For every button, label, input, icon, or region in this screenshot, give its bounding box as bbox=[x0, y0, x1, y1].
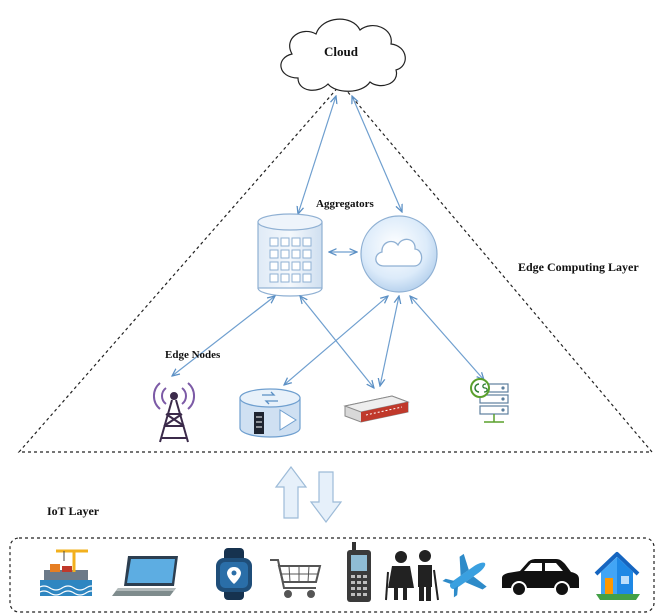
arrow-aggcloud-server bbox=[410, 296, 484, 380]
aggregators-label: Aggregators bbox=[316, 198, 375, 210]
router-icon bbox=[239, 388, 301, 438]
airplane-icon bbox=[442, 553, 487, 598]
database-aggregator-icon bbox=[257, 213, 323, 297]
cloud-server-icon bbox=[470, 378, 509, 423]
port-crane-icon bbox=[37, 549, 97, 596]
cloud-aggregator-icon bbox=[360, 215, 438, 293]
smartwatch-icon bbox=[216, 548, 252, 600]
edge-layer-boundary bbox=[17, 83, 654, 453]
iot-devices-box bbox=[9, 537, 655, 613]
gateway-device-icon bbox=[343, 395, 410, 423]
edge-layer-label: Edge Computing Layer bbox=[518, 260, 639, 274]
smart-home-icon bbox=[594, 552, 640, 600]
up-arrow-icon bbox=[274, 466, 308, 519]
car-icon bbox=[502, 559, 579, 597]
arrow-db-gateway bbox=[300, 296, 374, 388]
laptop-icon bbox=[112, 556, 178, 596]
arrow-aggcloud-router bbox=[284, 296, 388, 385]
arrow-cloud-db bbox=[298, 96, 336, 214]
mobile-phone-icon bbox=[347, 542, 371, 602]
arrow-cloud-aggcloud bbox=[352, 96, 402, 212]
shopping-cart-icon bbox=[270, 559, 322, 598]
cloud-shape: Cloud bbox=[280, 18, 406, 92]
down-arrow-icon bbox=[309, 471, 343, 523]
edge-nodes-label: Edge Nodes bbox=[165, 349, 221, 361]
arrow-db-tower bbox=[172, 296, 275, 376]
iot-layer-label: IoT Layer bbox=[47, 504, 100, 518]
arrow-aggcloud-gateway bbox=[380, 296, 399, 386]
cloud-label: Cloud bbox=[324, 44, 359, 59]
elderly-couple-icon bbox=[385, 550, 439, 601]
radio-tower-icon bbox=[153, 382, 195, 443]
